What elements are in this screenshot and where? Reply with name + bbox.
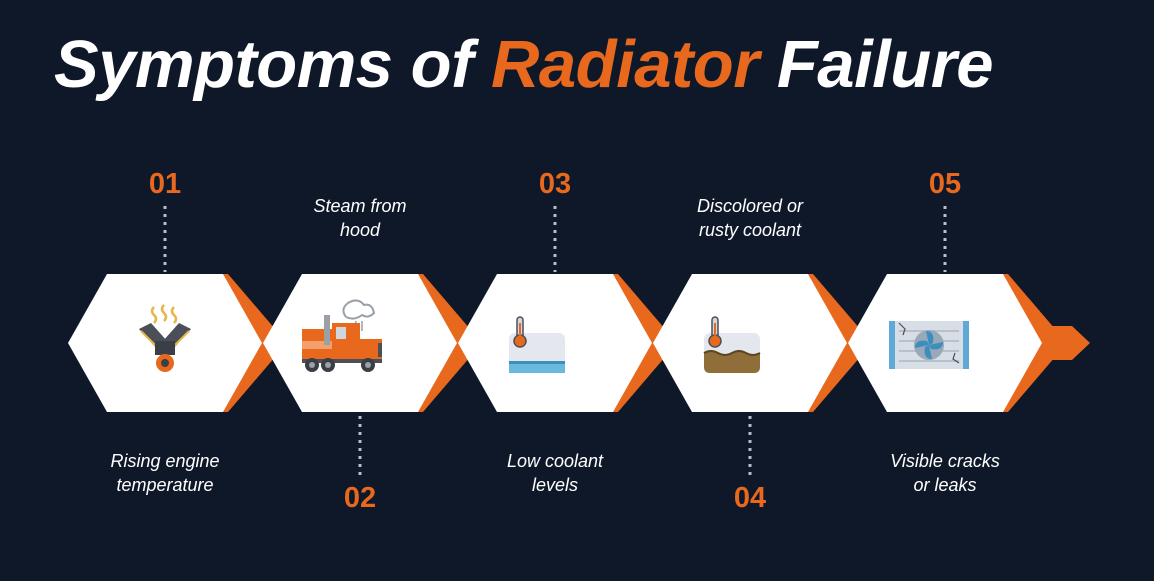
steaming-truck-icon: [302, 299, 382, 372]
step-4-label: Discolored or rusty coolant: [660, 194, 840, 242]
step-4-label-line2: rusty coolant: [698, 220, 802, 240]
step-5-label-line2: or leaks: [913, 475, 977, 495]
step-1-number: 01: [148, 168, 182, 200]
step-5-label: Visible cracks or leaks: [855, 449, 1035, 497]
step-4-number: 04: [733, 482, 767, 514]
step-3-number: 03: [538, 168, 572, 200]
step-1-label-line2: temperature: [116, 475, 214, 495]
title-prefix: Symptoms of: [54, 27, 491, 102]
step-3-label-line1: Low coolant: [506, 451, 604, 471]
title-suffix: Failure: [758, 27, 994, 102]
coolant-tank-low-icon: [509, 316, 565, 373]
step-2-label-line2: hood: [339, 220, 381, 240]
step-1-label-line1: Rising engine: [110, 451, 220, 471]
step-2-label-line1: Steam from: [313, 196, 407, 216]
step-3-label-line2: levels: [531, 475, 579, 495]
step-2-label: Steam from hood: [270, 194, 450, 242]
page-title: Symptoms of Radiator Failure: [54, 26, 994, 103]
step-1-label: Rising engine temperature: [75, 449, 255, 497]
step-5-number: 05: [928, 168, 962, 200]
step-4-label-line1: Discolored or: [696, 196, 804, 216]
step-2-number: 02: [343, 482, 377, 514]
step-3-label: Low coolant levels: [465, 449, 645, 497]
step-5-label-line1: Visible cracks: [890, 451, 1000, 471]
title-highlight: Radiator: [491, 27, 759, 102]
coolant-tank-rusty-icon: [703, 316, 761, 373]
cracked-radiator-icon: [889, 321, 969, 369]
engine-icon: [139, 304, 191, 372]
